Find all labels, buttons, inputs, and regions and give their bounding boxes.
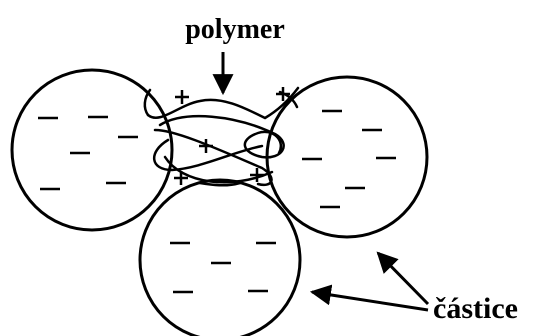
particle-right bbox=[265, 75, 429, 239]
particles-label: částice bbox=[433, 292, 518, 325]
particle-bottom bbox=[138, 178, 302, 336]
polymer-label: polymer bbox=[185, 14, 285, 45]
positive-charges bbox=[174, 87, 290, 185]
particles-arrow-right bbox=[376, 251, 430, 306]
polymer-chain bbox=[143, 86, 300, 187]
particles-arrow-bottom bbox=[309, 284, 429, 312]
negative-charges-left bbox=[38, 115, 138, 191]
negative-charges-right bbox=[302, 109, 396, 209]
negative-charges-bottom bbox=[170, 241, 276, 294]
